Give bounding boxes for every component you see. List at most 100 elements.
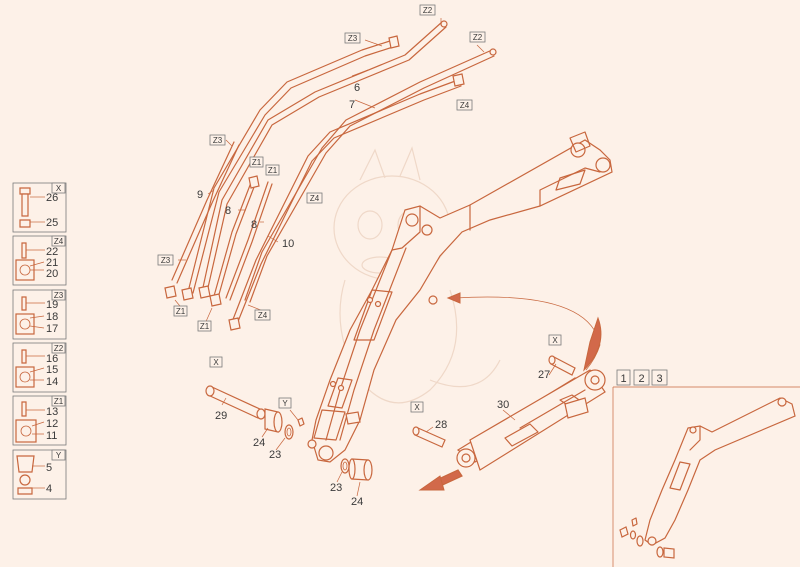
- svg-text:Z2: Z2: [54, 344, 64, 353]
- callout-8a: 8: [225, 205, 231, 217]
- callout-12: 12: [46, 418, 58, 430]
- callout-leaders: [174, 18, 557, 497]
- tag-y-center: Y: [278, 397, 292, 409]
- tag-x-29: X: [209, 356, 223, 368]
- callout-20: 20: [46, 268, 58, 280]
- shim-23b: [340, 458, 350, 474]
- callout-10: 10: [282, 238, 294, 250]
- shim-23a: [284, 424, 294, 440]
- svg-text:Z3: Z3: [161, 256, 171, 265]
- callout-23b: 23: [330, 482, 342, 494]
- variant-2[interactable]: 2: [638, 373, 644, 385]
- tag-z4-top: Z4: [456, 99, 473, 111]
- pipe-6: [187, 35, 400, 294]
- callout-8b: 8: [251, 219, 257, 231]
- callout-30: 30: [497, 399, 509, 411]
- callout-18: 18: [46, 311, 58, 323]
- svg-text:Z1: Z1: [268, 166, 278, 175]
- callout-23a: 23: [269, 449, 281, 461]
- callout-13: 13: [46, 406, 58, 418]
- callout-22: 22: [46, 246, 58, 258]
- tag-x-28: X: [410, 401, 424, 413]
- variant-3[interactable]: 3: [656, 373, 662, 385]
- tag-z2-top1: Z2: [419, 4, 436, 16]
- pin-29: [205, 385, 266, 420]
- bushing-24b: [348, 458, 373, 481]
- svg-text:Z4: Z4: [460, 101, 470, 110]
- kit-panel-z1: [12, 395, 67, 446]
- tag-z3-top: Z3: [344, 32, 361, 44]
- tag-z3-bottom: Z3: [157, 254, 174, 266]
- callout-28: 28: [435, 419, 447, 431]
- callout-27: 27: [538, 369, 550, 381]
- variant-inset: [612, 369, 800, 567]
- callout-7: 7: [349, 99, 355, 111]
- tag-z1-c: Z1: [173, 305, 188, 317]
- y-pin-small: [289, 409, 305, 427]
- pipe-7: [244, 48, 497, 303]
- svg-text:X: X: [552, 336, 558, 345]
- kit-panel-z2: [12, 342, 67, 393]
- svg-text:Z3: Z3: [54, 291, 64, 300]
- svg-text:Z4: Z4: [54, 237, 64, 246]
- svg-text:Z1: Z1: [252, 158, 262, 167]
- callout-26: 26: [46, 192, 58, 204]
- svg-text:Z4: Z4: [258, 311, 268, 320]
- assembly-arrow-upper: [446, 292, 602, 372]
- svg-text:Z3: Z3: [348, 34, 358, 43]
- cylinder: [456, 369, 606, 471]
- svg-text:Z3: Z3: [213, 136, 223, 145]
- pin-28: [412, 426, 446, 448]
- tag-kit-y: Y: [51, 449, 66, 461]
- pin-27: [548, 355, 576, 376]
- callout-16: 16: [46, 353, 58, 365]
- tag-x-27: X: [548, 334, 562, 346]
- callout-5: 5: [46, 462, 52, 474]
- callout-19: 19: [46, 299, 58, 311]
- tag-kit-z2: Z2: [51, 342, 66, 354]
- svg-text:Z2: Z2: [423, 6, 433, 15]
- tag-z1-a: Z1: [249, 156, 264, 168]
- tag-z2-top2: Z2: [469, 31, 486, 43]
- pipe-6b: [201, 20, 448, 293]
- svg-text:Z4: Z4: [310, 194, 320, 203]
- callout-24b: 24: [351, 496, 363, 508]
- callout-6: 6: [354, 82, 360, 94]
- tag-kit-z1: Z1: [51, 395, 66, 407]
- tag-z4-bottom: Z4: [254, 309, 271, 321]
- svg-text:X: X: [56, 184, 62, 193]
- pipe-8: [209, 175, 273, 307]
- svg-text:Y: Y: [56, 451, 62, 460]
- callout-15: 15: [46, 364, 58, 376]
- svg-text:X: X: [213, 358, 219, 367]
- callout-17: 17: [46, 323, 58, 335]
- svg-text:Z1: Z1: [200, 322, 210, 331]
- callout-21: 21: [46, 257, 58, 269]
- svg-text:Y: Y: [282, 399, 288, 408]
- svg-text:X: X: [414, 403, 420, 412]
- callout-29: 29: [215, 410, 227, 422]
- tag-z3-left: Z3: [209, 134, 226, 146]
- assembly-arrow-lower: [418, 469, 463, 491]
- callout-11: 11: [46, 430, 57, 442]
- tag-kit-z3: Z3: [51, 289, 66, 301]
- boom: [307, 131, 613, 463]
- tag-z1-b: Z1: [265, 164, 280, 176]
- tag-kit-z4: Z4: [51, 235, 66, 247]
- svg-text:Z1: Z1: [54, 397, 64, 406]
- pipe-10: [228, 73, 465, 331]
- tag-kit-x: X: [51, 182, 66, 194]
- tag-z1-d: Z1: [197, 320, 212, 332]
- kit-leaders: [26, 196, 45, 489]
- callout-25: 25: [46, 217, 58, 229]
- svg-text:Z1: Z1: [176, 307, 186, 316]
- svg-text:Z2: Z2: [473, 33, 483, 42]
- callout-4: 4: [46, 483, 52, 495]
- callout-24a: 24: [253, 437, 265, 449]
- bushing-24a: [264, 408, 283, 433]
- callout-9: 9: [197, 189, 203, 201]
- tag-z4-mid: Z4: [306, 192, 323, 204]
- variant-1[interactable]: 1: [620, 373, 626, 385]
- callout-14: 14: [46, 376, 58, 388]
